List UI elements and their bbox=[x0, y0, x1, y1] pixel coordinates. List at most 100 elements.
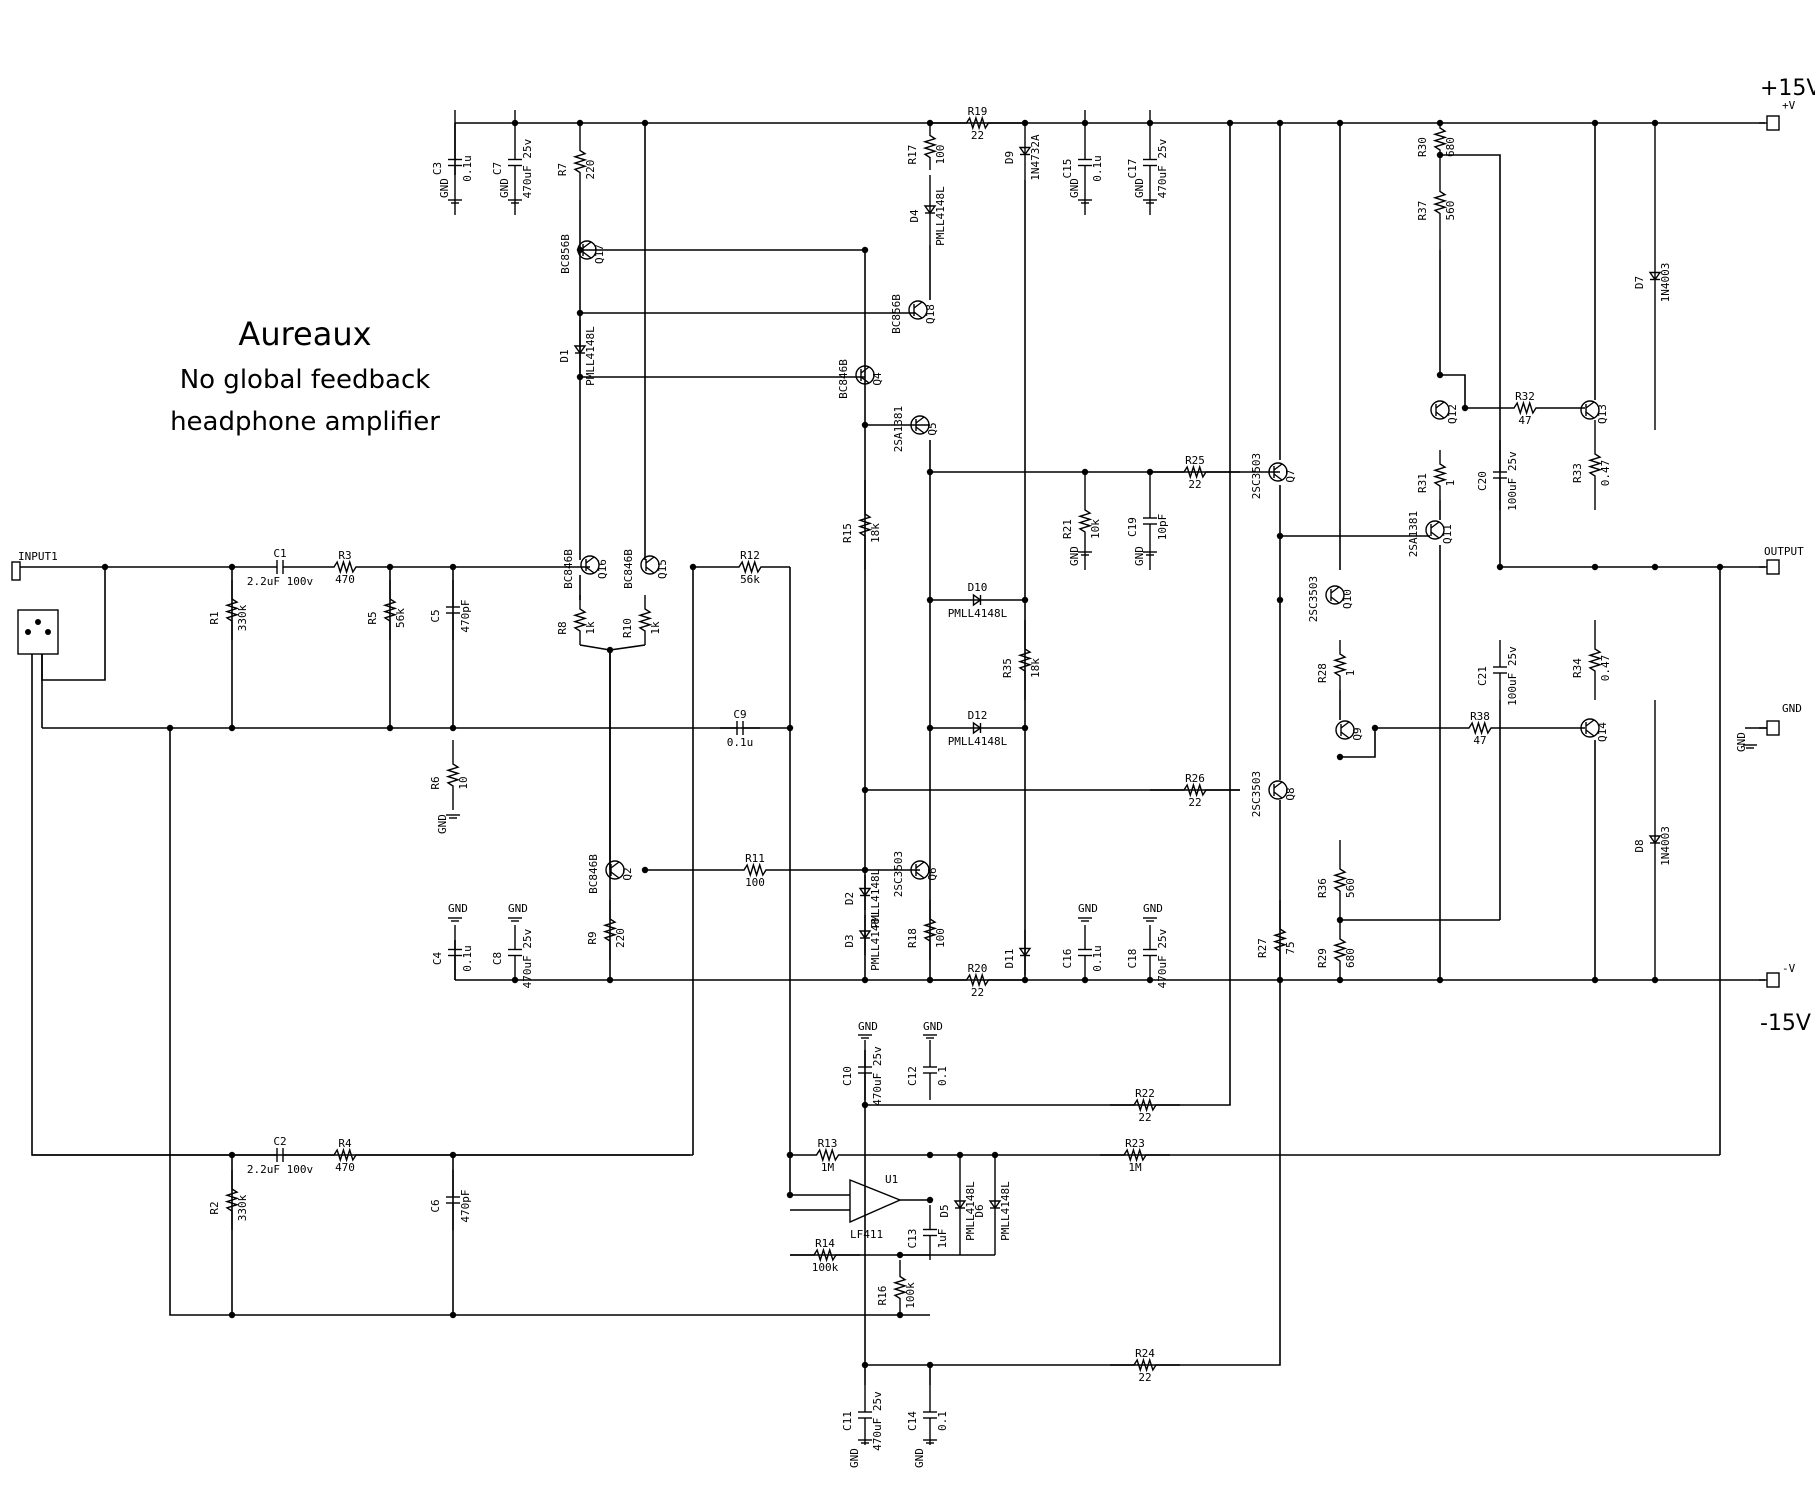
diode-d3 bbox=[858, 915, 872, 955]
resistor-body bbox=[1432, 123, 1448, 155]
component-ref-r3: R3 bbox=[338, 549, 351, 562]
ground-symbol bbox=[1143, 551, 1157, 556]
component-value-d6: PMLL4148L bbox=[999, 1181, 1012, 1241]
component-ref-q12: Q12 bbox=[1446, 404, 1459, 424]
resistor-body bbox=[602, 900, 618, 960]
component-value-c15: 0.1u bbox=[1091, 155, 1104, 182]
junction-dot bbox=[861, 786, 869, 794]
junction-dot bbox=[228, 724, 236, 732]
resistor-r7 bbox=[572, 123, 588, 200]
component-ref-c20: C20 bbox=[1476, 471, 1489, 491]
component-ref-q10: Q10 bbox=[1341, 589, 1354, 609]
component-ref-r11: R11 bbox=[745, 852, 765, 865]
component-value-d4: PMLL4148L bbox=[934, 186, 947, 246]
component-ref-q16: Q16 bbox=[596, 559, 609, 579]
resistor-body bbox=[1110, 1357, 1180, 1373]
component-value-r24: 22 bbox=[1138, 1371, 1151, 1384]
resistor-body bbox=[1587, 620, 1603, 700]
resistor-r18 bbox=[922, 900, 938, 960]
gnd-label: GND bbox=[508, 902, 528, 915]
ground-symbol bbox=[858, 1034, 872, 1039]
junction-dot bbox=[1276, 976, 1284, 984]
component-ref-d4: D4 bbox=[908, 209, 921, 223]
resistor-body bbox=[710, 559, 790, 575]
gnd-label: GND bbox=[498, 178, 511, 198]
component-value-r11: 100 bbox=[745, 876, 765, 889]
gnd-label: GND bbox=[1078, 902, 1098, 915]
component-ref-d5: D5 bbox=[938, 1204, 951, 1217]
resistor-body bbox=[300, 1147, 390, 1163]
junction-dot bbox=[1651, 119, 1659, 127]
capacitor-c6 bbox=[446, 1170, 460, 1230]
junction-dot bbox=[606, 976, 614, 984]
connector bbox=[1759, 972, 1780, 988]
component-value-c3: 0.1u bbox=[461, 155, 474, 182]
transistor-emitter bbox=[1430, 531, 1440, 539]
junction-dot bbox=[926, 119, 934, 127]
junction-dot bbox=[1371, 724, 1379, 732]
component-ref-c12: C12 bbox=[906, 1066, 919, 1086]
diode-body bbox=[858, 887, 872, 897]
component-value-q4: BC846B bbox=[837, 359, 850, 399]
ground-symbol bbox=[1078, 917, 1092, 922]
gnd-label: GND bbox=[1143, 902, 1163, 915]
junction-dot bbox=[861, 421, 869, 429]
resistor-r22 bbox=[1110, 1097, 1180, 1113]
junction-dot bbox=[786, 1151, 794, 1159]
capacitor-c2 bbox=[260, 1148, 300, 1162]
negative-rail-label: -15V bbox=[1760, 1011, 1811, 1036]
resistor-r14 bbox=[790, 1247, 860, 1263]
component-value-r32: 47 bbox=[1518, 414, 1531, 427]
component-value-r13: 1M bbox=[821, 1161, 835, 1174]
transistor-collector bbox=[1435, 401, 1445, 409]
component-value-r9: 220 bbox=[614, 928, 627, 948]
junction-dot bbox=[1276, 119, 1284, 127]
component-value-r31: 1 bbox=[1444, 480, 1457, 487]
capacitor-c11 bbox=[858, 1385, 872, 1445]
resistor-body bbox=[922, 123, 938, 170]
component-value-q17: BC856B bbox=[559, 234, 572, 274]
wire bbox=[865, 123, 1231, 1106]
component-ref-q6: Q6 bbox=[926, 867, 939, 880]
junction-dot bbox=[926, 1196, 934, 1204]
diode-body bbox=[953, 1200, 967, 1210]
transistor-emitter bbox=[1585, 411, 1595, 419]
transistor-emitter bbox=[1273, 473, 1283, 481]
wire bbox=[579, 644, 611, 651]
ground-symbol bbox=[446, 814, 460, 819]
input-jack-socket bbox=[17, 609, 59, 655]
wires-layer bbox=[20, 122, 1767, 1385]
ground-symbol bbox=[508, 917, 522, 922]
components-layer bbox=[11, 110, 1780, 1445]
diode-d6 bbox=[988, 1155, 1002, 1255]
transistor-collector bbox=[1273, 781, 1283, 789]
component-ref-r6: R6 bbox=[429, 776, 442, 789]
resistor-r20 bbox=[930, 972, 1025, 988]
ground-symbol bbox=[508, 199, 522, 204]
transistor-emitter bbox=[860, 376, 870, 384]
capacitor-c10 bbox=[858, 1040, 872, 1100]
junction-dot bbox=[101, 563, 109, 571]
component-ref-c8: C8 bbox=[491, 952, 504, 965]
resistor-body bbox=[922, 900, 938, 960]
resistor-body bbox=[1332, 640, 1348, 690]
component-value-q11: 2SA1381 bbox=[1407, 511, 1420, 557]
resistor-body bbox=[857, 480, 873, 570]
component-value-r28: 1 bbox=[1344, 670, 1357, 677]
diode-body bbox=[1018, 947, 1032, 957]
component-value-d7: 1N4003 bbox=[1659, 263, 1672, 303]
component-ref-d6: D6 bbox=[973, 1204, 986, 1217]
diode-d12 bbox=[930, 721, 1025, 735]
capacitor-c4 bbox=[448, 925, 462, 980]
transistor-q7 bbox=[1268, 462, 1288, 482]
component-ref-r14: R14 bbox=[815, 1237, 835, 1250]
diode-body bbox=[858, 930, 872, 940]
resistor-r10 bbox=[637, 595, 653, 645]
component-value-c12: 0.1 bbox=[936, 1066, 949, 1086]
resistor-body bbox=[790, 1147, 865, 1163]
component-ref-c15: C15 bbox=[1061, 159, 1074, 179]
component-ref-c9: C9 bbox=[733, 708, 746, 721]
component-ref-r26: R26 bbox=[1185, 772, 1205, 785]
resistor-body bbox=[930, 115, 1025, 131]
transistor-collector bbox=[1273, 463, 1283, 471]
